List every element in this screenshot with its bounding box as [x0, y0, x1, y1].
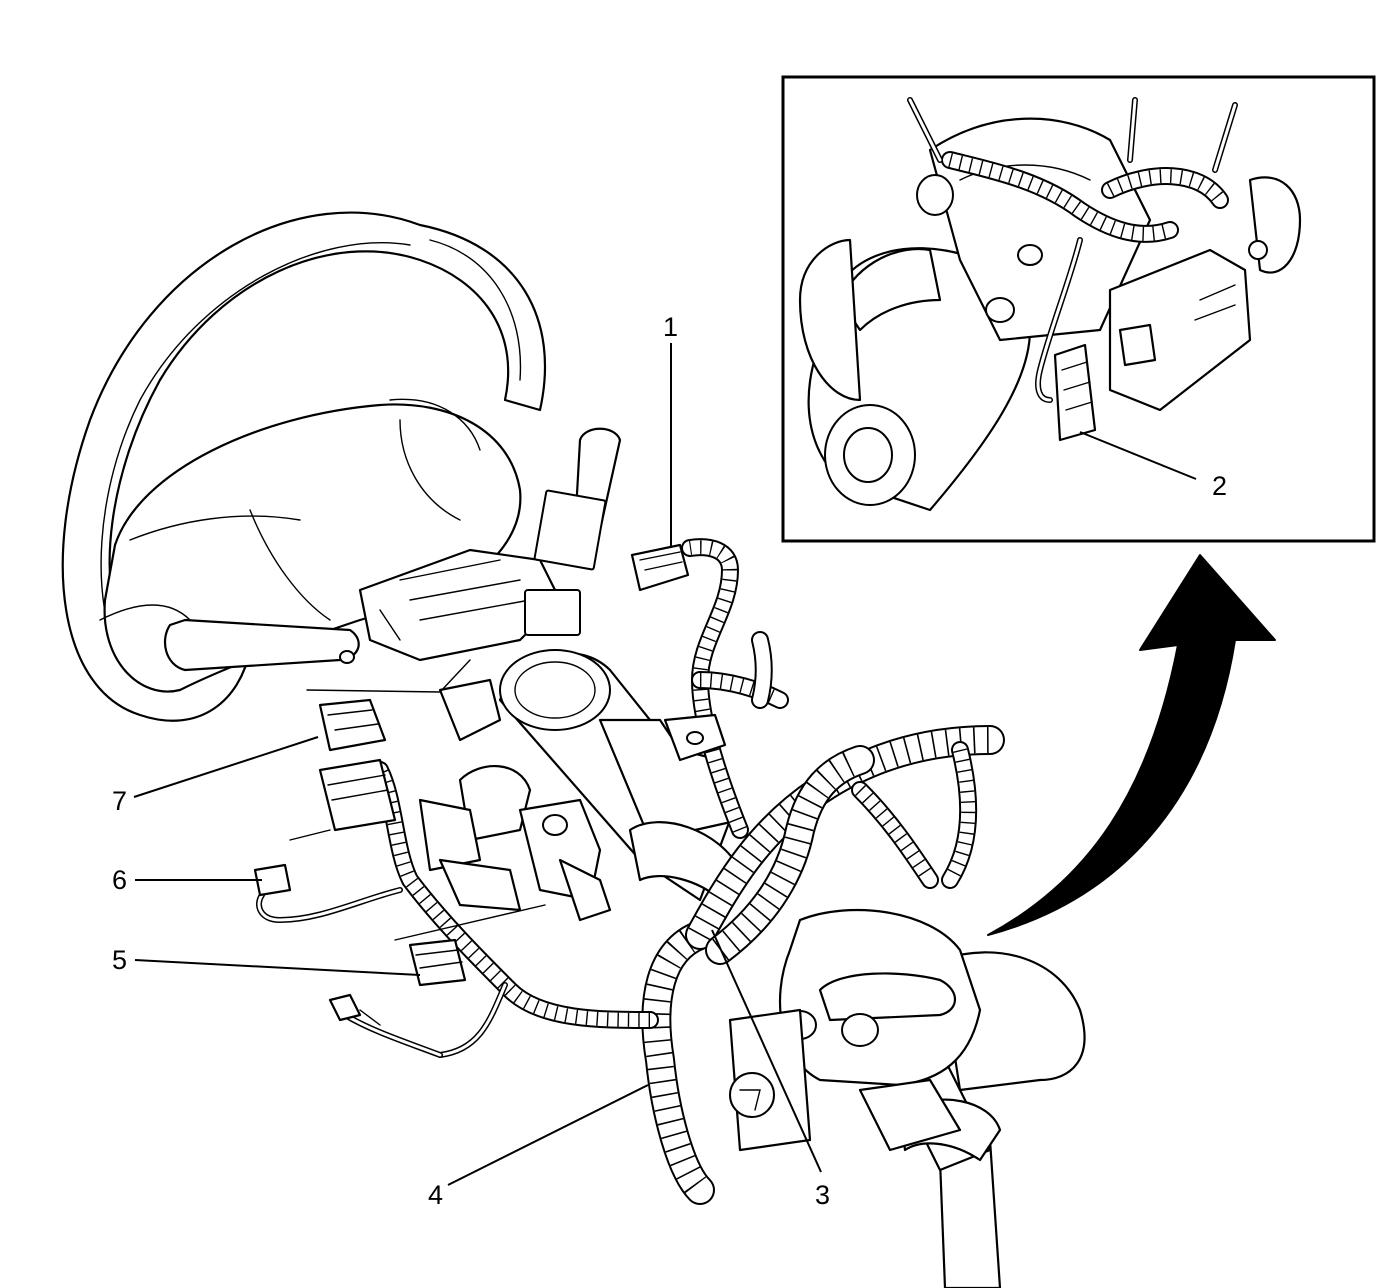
power-steering-motor: [728, 908, 1086, 1152]
inset-connector-2: [1053, 343, 1097, 442]
connector-block-left: [318, 758, 397, 832]
connector-5: [408, 938, 467, 987]
steering-column-body: [498, 649, 742, 902]
leader-line-2: [1079, 431, 1197, 480]
callout-labels: 1 2 3 4 5 6 7: [112, 312, 1227, 1210]
connector-1: [630, 543, 690, 592]
callout-6: 6: [112, 865, 127, 895]
detail-inset: [781, 75, 1376, 543]
harness-clip: [663, 713, 727, 762]
inset-arrow: [987, 554, 1276, 936]
main-wiring-harness: [256, 538, 1005, 1205]
pigtail-terminal: [328, 993, 381, 1026]
callout-3: 3: [815, 1180, 830, 1210]
leader-line-7: [133, 736, 319, 798]
leader-lines: [133, 343, 1197, 1186]
inset-harness: [907, 97, 1238, 403]
leader-line-5: [134, 959, 421, 976]
callout-7: 7: [112, 786, 127, 816]
turn-signal-lever: [163, 618, 360, 672]
inset-control-module: [1108, 248, 1252, 412]
connector-6: [253, 863, 292, 897]
callout-1: 1: [663, 312, 678, 342]
callout-2: 2: [1212, 471, 1227, 501]
connector-7: [318, 698, 387, 752]
callout-5: 5: [112, 945, 127, 975]
column-bracket: [418, 678, 612, 922]
leader-line-3: [711, 929, 822, 1173]
inset-right-fitting: [1248, 176, 1302, 274]
inset-motor: [798, 238, 1032, 512]
steering-wheel-hub: [99, 398, 522, 693]
callout-4: 4: [428, 1180, 443, 1210]
leader-line-4: [447, 1084, 649, 1186]
switch-cluster: [358, 489, 607, 662]
